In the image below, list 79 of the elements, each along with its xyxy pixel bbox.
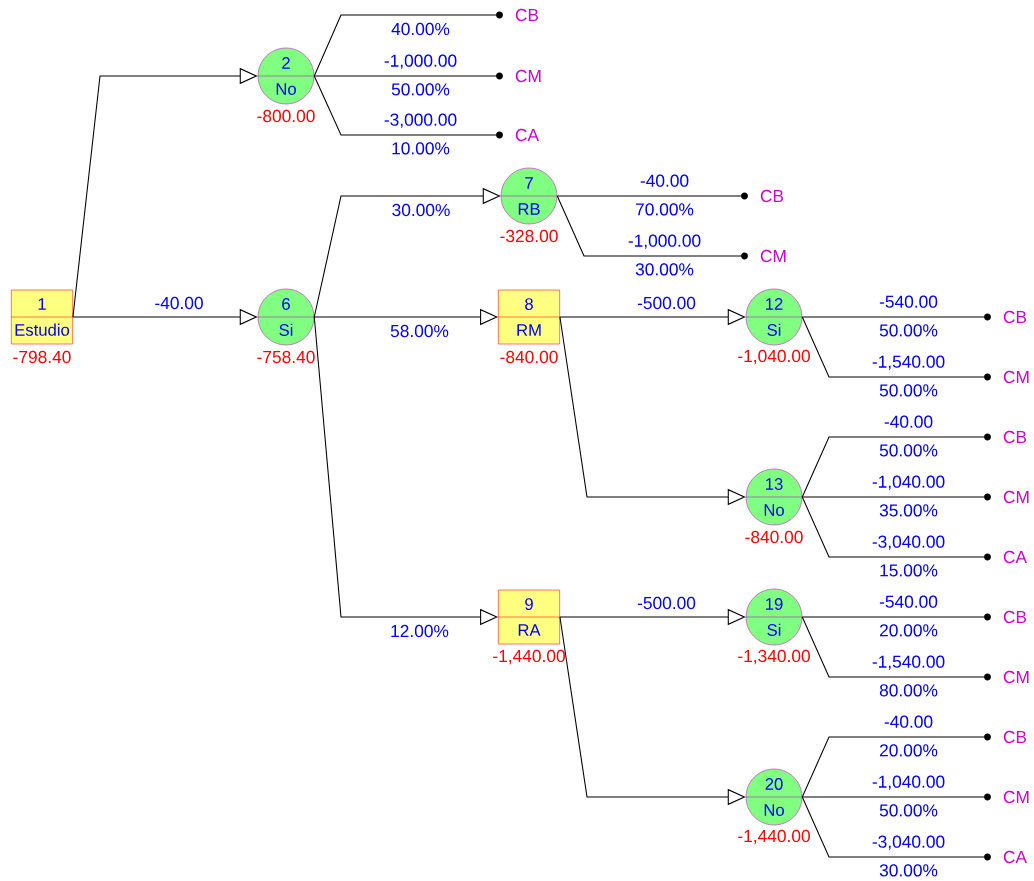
node-label: CA <box>515 128 539 142</box>
node-label: CM <box>1003 490 1029 504</box>
edge-label: -3,000.00 10.00% <box>384 113 457 155</box>
outcome-terminal: CB <box>984 430 1027 444</box>
outcome-terminal: CA <box>496 128 539 142</box>
edge-label: -1,540.00 50.00% <box>872 355 945 397</box>
branch-line <box>801 736 985 798</box>
edge-label: -1,040.00 35.00% <box>872 475 945 517</box>
outcome-terminal: CA <box>984 850 1027 864</box>
branch-line <box>801 316 985 378</box>
outcome-terminal: CM <box>984 370 1029 384</box>
branch-line <box>313 75 497 136</box>
node-label: CM <box>760 249 786 263</box>
node-label: CB <box>1003 730 1027 744</box>
branch-line <box>801 616 985 618</box>
expected-value: -800.00 <box>257 109 315 123</box>
expected-value: -840.00 <box>500 350 558 364</box>
outcome-terminal: CA <box>984 550 1027 564</box>
branch-line <box>801 316 985 318</box>
branch-line <box>556 195 742 257</box>
branch-line <box>556 195 742 197</box>
expected-value: -798.40 <box>13 350 71 364</box>
edge-label: 12.00% <box>391 624 449 638</box>
node-label: CM <box>1003 370 1029 384</box>
edge-label: -1,000.00 30.00% <box>628 234 701 276</box>
edge-label: -3,040.00 30.00% <box>872 835 945 877</box>
expected-value: -1,340.00 <box>738 649 810 665</box>
outcome-terminal: CB <box>984 610 1027 624</box>
outcome-terminal: CB <box>984 310 1027 324</box>
expected-value: -1,040.00 <box>738 349 810 365</box>
edge-label: -540.00 20.00% <box>879 595 938 637</box>
node-label: CA <box>1003 850 1027 864</box>
outcome-terminal: CB <box>741 189 784 203</box>
edge-label: 30.00% <box>392 203 450 217</box>
branch-line <box>801 496 985 558</box>
edge-label: 58.00% <box>390 324 449 338</box>
expected-value: -1,440.00 <box>738 829 810 845</box>
branch-line <box>801 796 985 798</box>
node-label: CM <box>515 69 541 83</box>
decision-box: 9 RA <box>497 589 561 645</box>
node-label: CB <box>1003 310 1027 324</box>
outcome-terminal: CM <box>741 249 786 263</box>
edge-label: -40.00 70.00% <box>636 174 694 216</box>
edge-label: -1,000.00 50.00% <box>384 54 457 96</box>
edge-label: -540.00 50.00% <box>879 295 938 337</box>
outcome-terminal: CB <box>496 8 539 22</box>
branch-line <box>801 796 985 858</box>
outcome-terminal: CM <box>984 670 1029 684</box>
decision-box: 1 Estudio <box>10 289 74 345</box>
expected-value: -758.40 <box>257 350 315 364</box>
outcome-terminal: CM <box>496 69 541 83</box>
node-label: CB <box>760 189 784 203</box>
node-label: CM <box>1003 670 1029 684</box>
branch-line <box>313 75 497 77</box>
node-label: CB <box>1003 610 1027 624</box>
decision-box: 8 RM <box>497 289 561 345</box>
edge-label: -3,040.00 15.00% <box>872 535 945 577</box>
edge-label: -500.00 <box>637 596 696 610</box>
expected-value: -328.00 <box>500 229 558 243</box>
node-label: CM <box>1003 790 1029 804</box>
expected-value: -840.00 <box>745 530 803 544</box>
outcome-terminal: CM <box>984 790 1029 804</box>
edge-label: -1,040.00 50.00% <box>872 775 945 817</box>
node-label: CB <box>515 8 539 22</box>
outcome-terminal: CB <box>984 730 1027 744</box>
outcome-terminal: CM <box>984 490 1029 504</box>
expected-value: -1,440.00 <box>493 649 565 665</box>
edge-label: -40.00 20.00% <box>880 715 938 757</box>
edge-label: 40.00% <box>391 22 450 36</box>
edge-label: -500.00 <box>637 296 696 310</box>
branch-line <box>313 14 497 77</box>
edge-label: -40.00 <box>155 296 203 310</box>
edge-label: -1,540.00 80.00% <box>872 655 945 697</box>
node-label: CB <box>1003 430 1027 444</box>
branch-line <box>801 616 985 678</box>
branch-line <box>801 496 985 498</box>
edge-label: -40.00 50.00% <box>879 415 938 457</box>
node-label: CA <box>1003 550 1027 564</box>
branch-line <box>801 436 985 498</box>
